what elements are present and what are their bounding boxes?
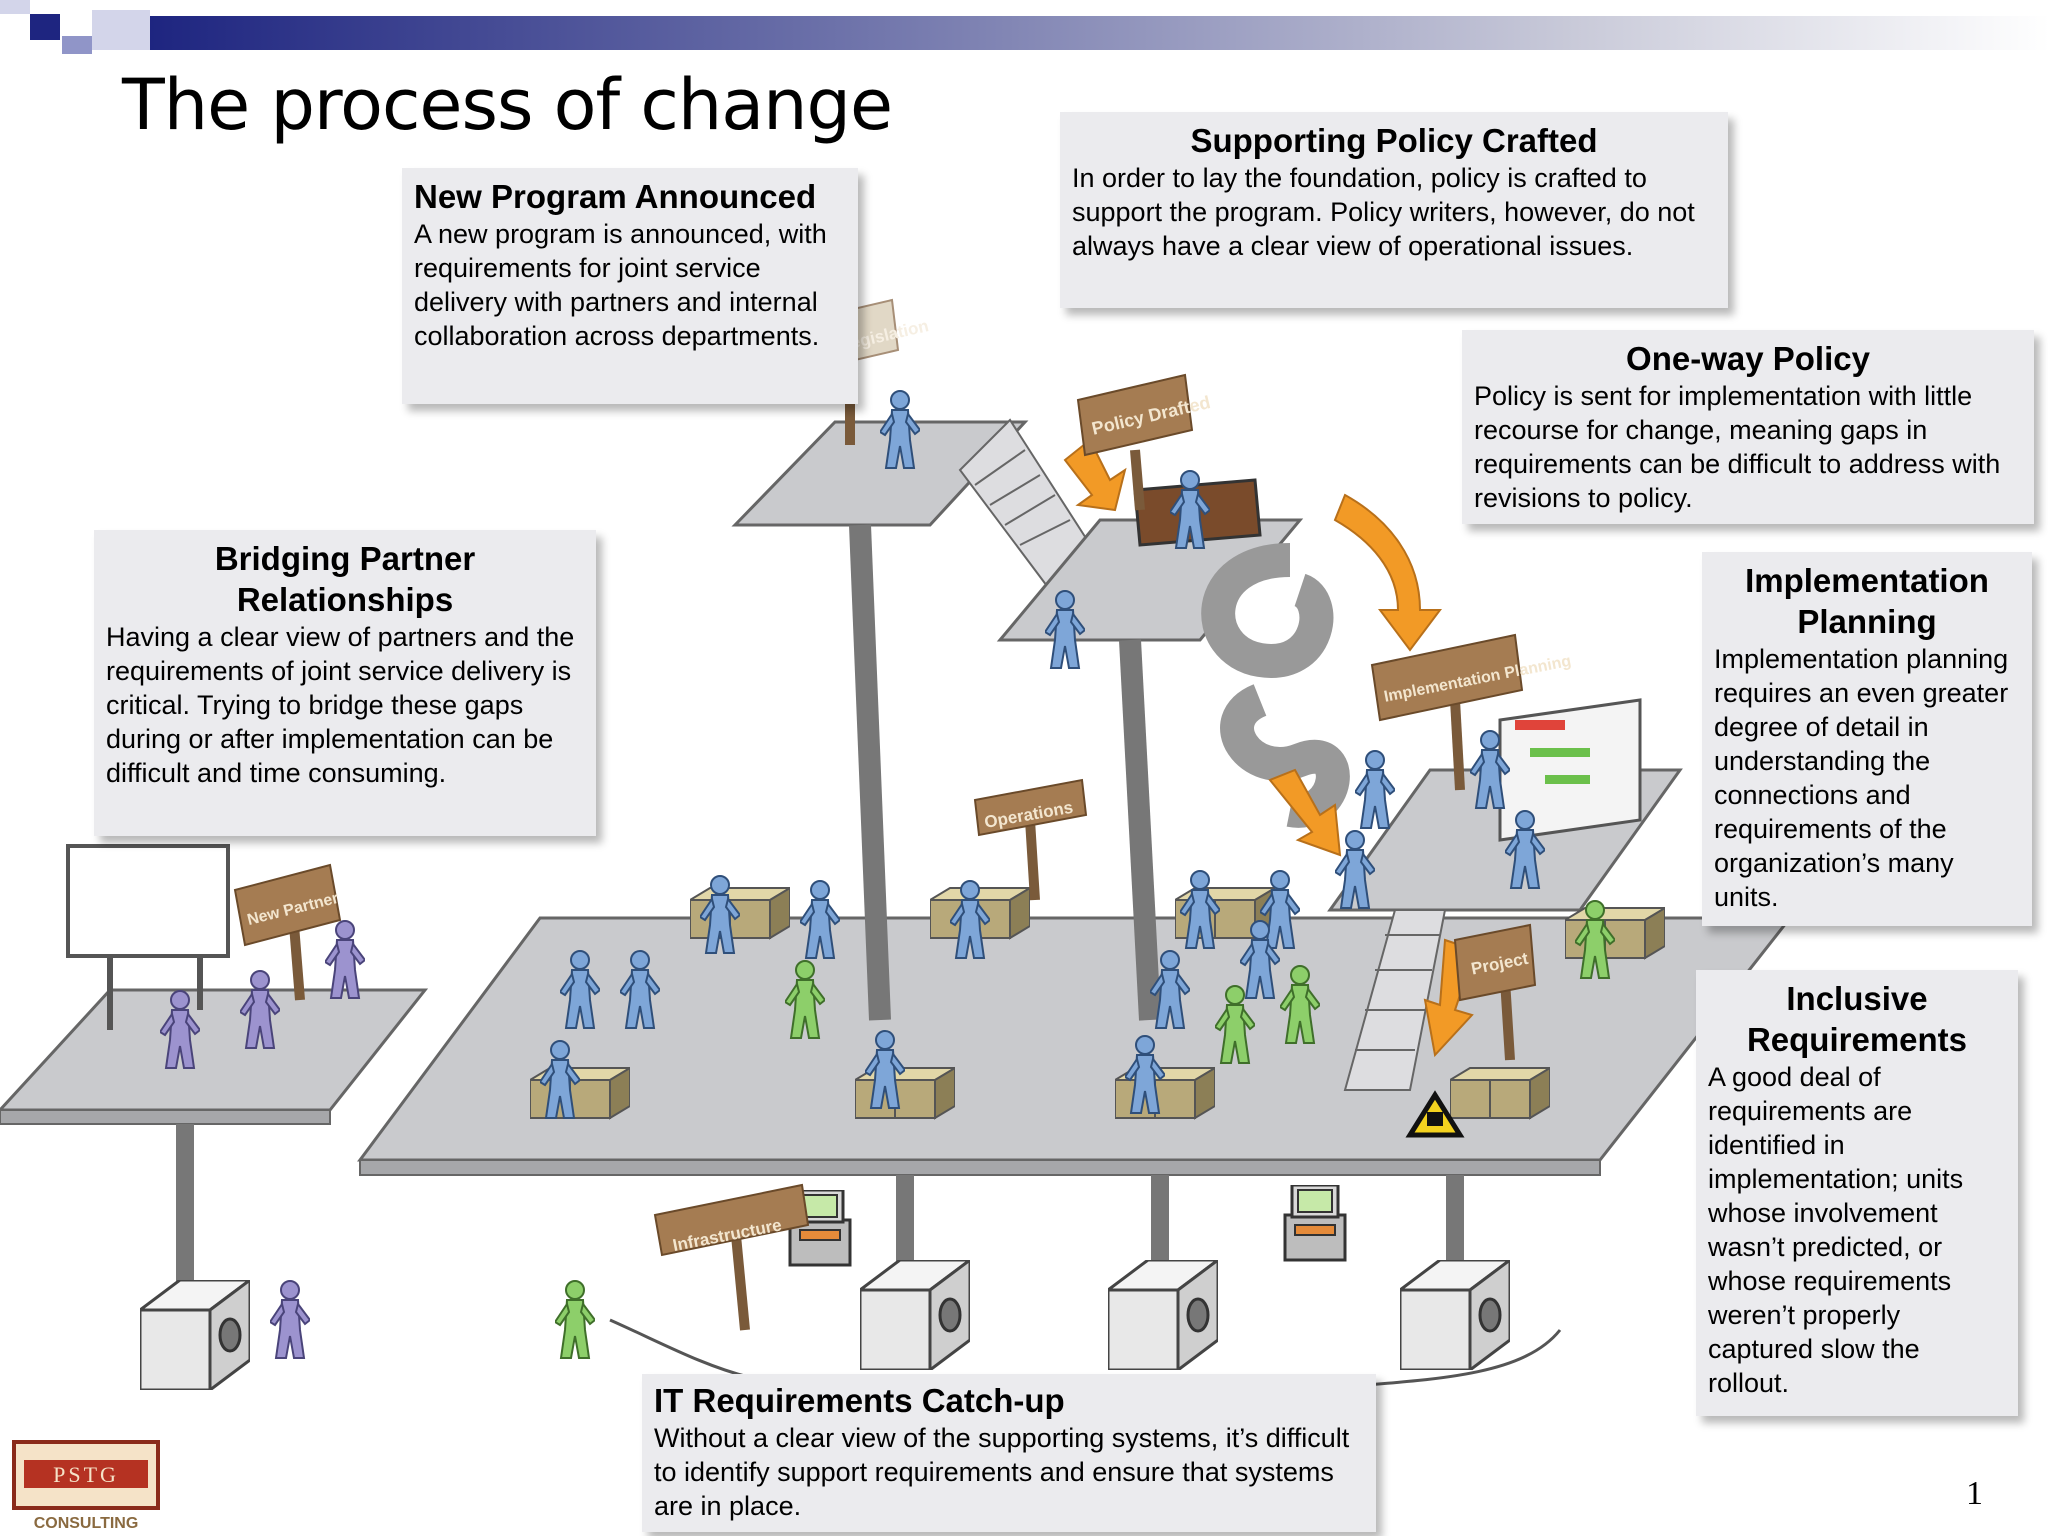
box-implementation-planning: Implementation Planning Implementation p…	[1702, 552, 2032, 926]
box-supporting-policy: Supporting Policy Crafted In order to la…	[1060, 112, 1728, 308]
partner-platform	[0, 844, 429, 1125]
slide-title: The process of change	[122, 64, 893, 146]
box-one-way-policy-heading: One-way Policy	[1626, 340, 1870, 377]
box-one-way-policy-body: Policy is sent for implementation with l…	[1474, 381, 2001, 513]
computer-terminal-2	[1283, 1185, 1347, 1262]
box-it-catchup: IT Requirements Catch-up Without a clear…	[642, 1374, 1376, 1532]
box-supporting-policy-heading: Supporting Policy Crafted	[1190, 122, 1598, 159]
orange-arrows	[1063, 438, 1477, 1058]
construction-warning-icon	[1405, 1090, 1465, 1138]
box-it-catchup-heading: IT Requirements Catch-up	[654, 1382, 1065, 1419]
box-one-way-policy: One-way Policy Policy is sent for implem…	[1462, 330, 2034, 524]
box-new-program-body: A new program is announced, with require…	[414, 219, 827, 351]
header-square-pale	[92, 10, 150, 50]
legislation-platform	[731, 420, 1029, 1021]
spiral-ramp	[1201, 543, 1350, 828]
sign-infrastructure: Infrastructure	[653, 1183, 810, 1331]
box-implementation-planning-heading: Implementation Planning	[1745, 562, 1989, 640]
header-square-dark	[30, 14, 60, 40]
box-new-program: New Program Announced A new program is a…	[402, 168, 858, 404]
speaker-box-3	[1400, 1260, 1510, 1370]
support-pillars	[176, 1124, 1464, 1290]
pstg-logo: PSTG CONSULTING	[12, 1440, 160, 1532]
sign-new-partner: New Partner	[233, 863, 342, 1001]
box-bridging-body: Having a clear view of partners and the …	[106, 622, 575, 788]
header-bar	[0, 0, 2048, 54]
page-number: 1	[1966, 1475, 1983, 1512]
header-square-light	[62, 36, 92, 54]
whiteboard	[66, 844, 230, 958]
box-inclusive-heading: Inclusive Requirements	[1746, 980, 1968, 1058]
box-implementation-planning-body: Implementation planning requires an even…	[1714, 644, 2009, 912]
box-new-program-heading: New Program Announced	[414, 178, 817, 215]
box-bridging: Bridging Partner Relationships Having a …	[94, 530, 596, 836]
speaker-box-left	[140, 1280, 250, 1390]
box-supporting-policy-body: In order to lay the foundation, policy i…	[1072, 163, 1695, 261]
box-inclusive: Inclusive Requirements A good deal of re…	[1696, 970, 2018, 1416]
sign-policy-drafted: Policy Drafted	[1076, 373, 1212, 511]
speaker-box-2	[1108, 1260, 1218, 1370]
box-bridging-heading: Bridging Partner Relationships	[214, 540, 476, 618]
sign-operations: Operations	[973, 778, 1088, 901]
stairs-lower	[1343, 909, 1447, 1091]
box-inclusive-body: A good deal of requirements are identifi…	[1708, 1062, 1964, 1398]
logo-text-consulting: CONSULTING	[34, 1515, 139, 1532]
sign-project: Project	[1453, 923, 1537, 1061]
speaker-box-1	[860, 1260, 970, 1370]
logo-text-pstg: PSTG	[53, 1462, 119, 1487]
box-it-catchup-body: Without a clear view of the supporting s…	[654, 1423, 1350, 1521]
implementation-platform	[1327, 698, 1683, 912]
